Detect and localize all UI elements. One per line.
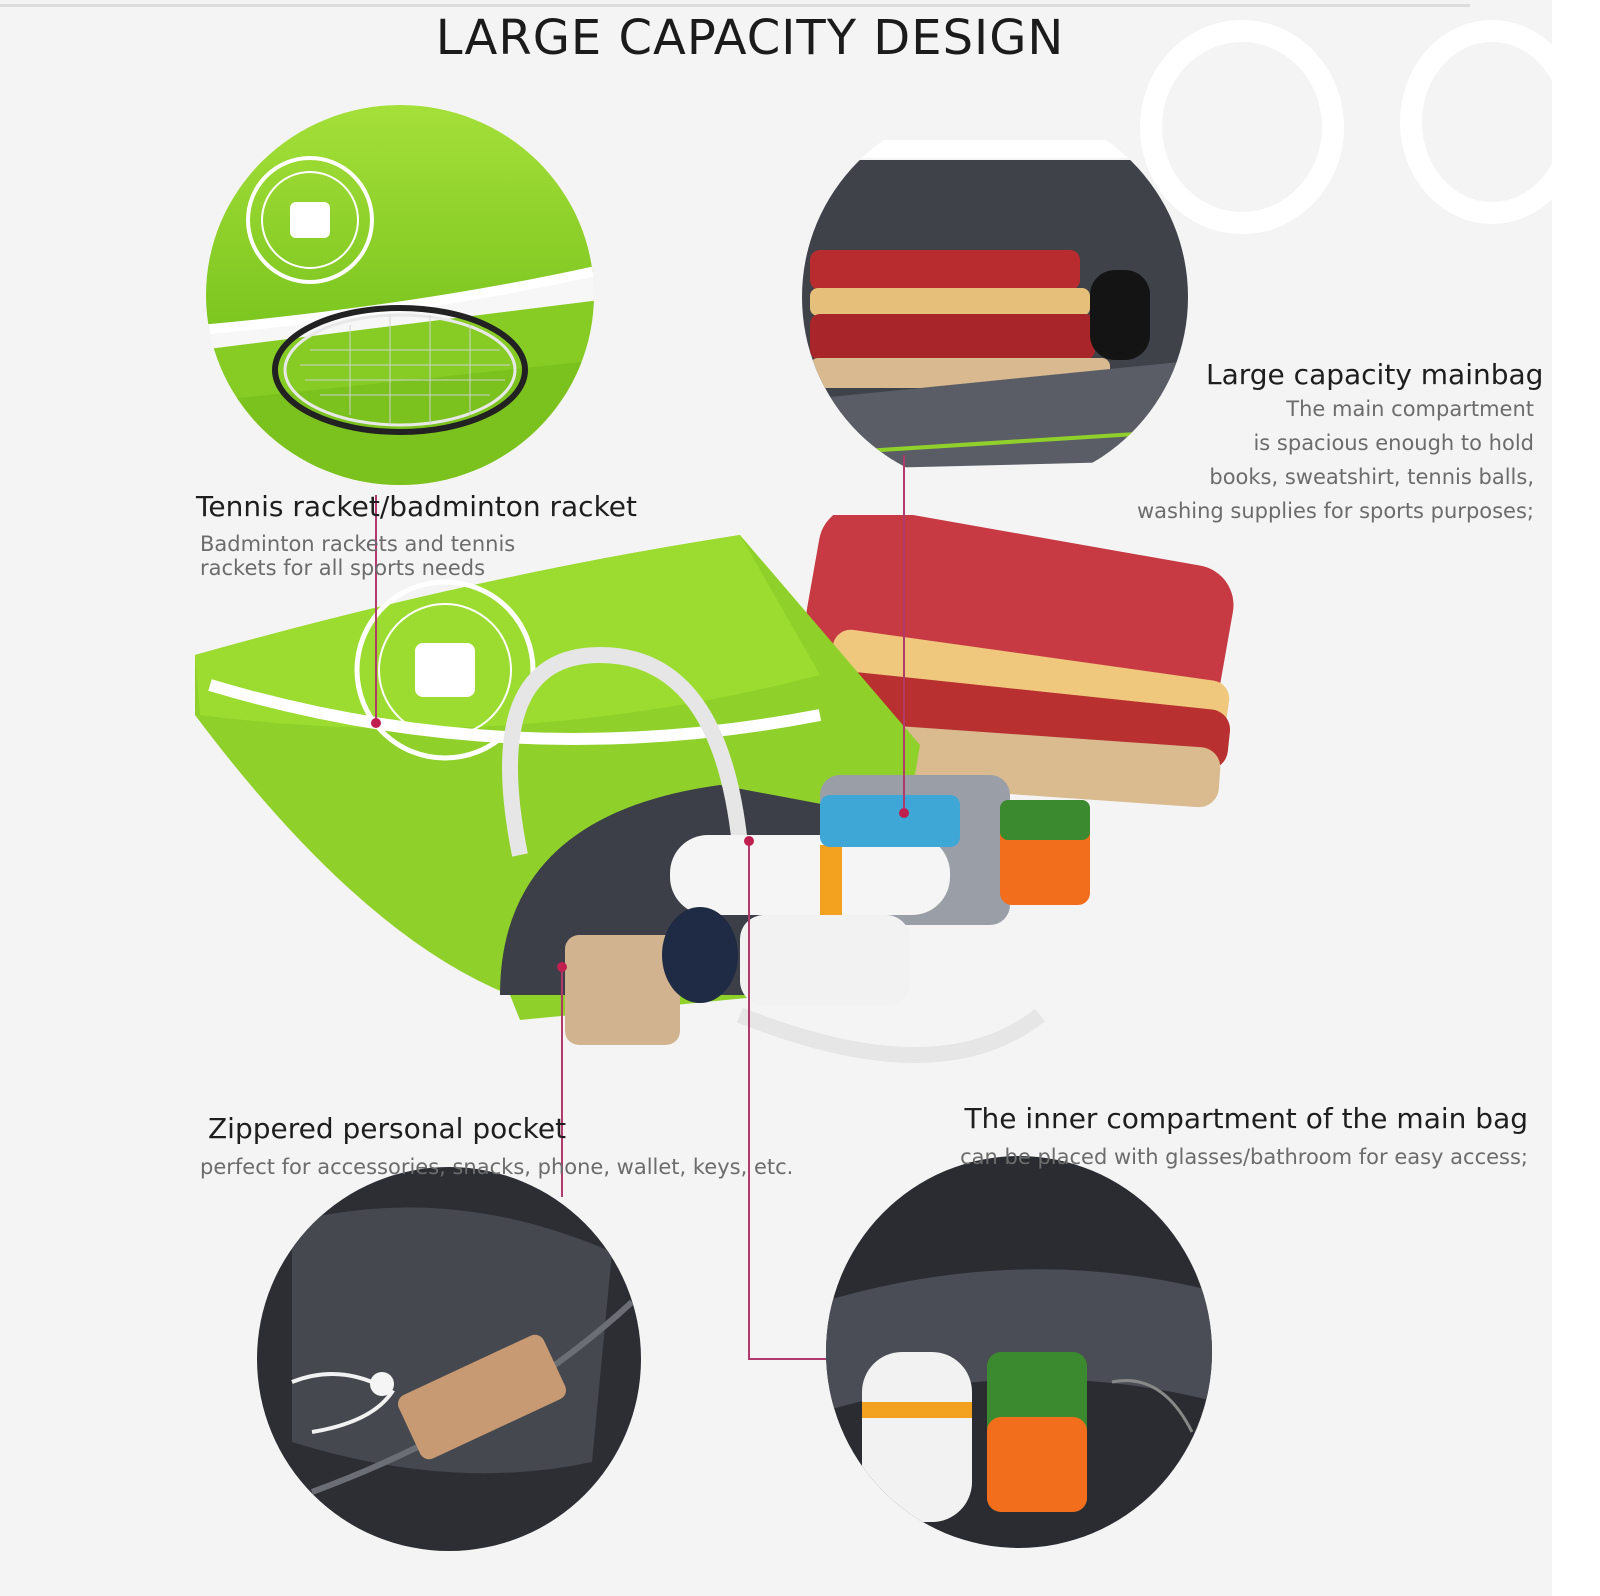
feature-mainbag-line-4: washing supplies for sports purposes; [1136,499,1534,523]
callout-line-mainbag [903,455,905,813]
watermark-ring-left [1140,20,1344,234]
callout-line-pocket [561,965,563,1197]
feature-mainbag-description: The main compartment is spacious enough … [1137,392,1534,528]
feature-pocket-heading: Zippered personal pocket [208,1112,567,1145]
feature-racket-description: Badminton rackets and tennis rackets for… [200,532,515,580]
main-bag-detail-photo [802,105,1188,489]
right-margin [1552,0,1600,1596]
zippered-pocket-detail-photo [257,1167,641,1551]
callout-line-inner-vertical [748,840,750,1360]
callout-line-inner-horizontal [748,1358,826,1360]
feature-pocket-line-1: perfect for accessories, snacks, phone, … [200,1155,794,1179]
page-title: LARGE CAPACITY DESIGN [435,10,1065,66]
feature-racket-line-2: rackets for all sports needs [200,556,486,580]
callout-line-racket [375,495,377,723]
feature-mainbag-line-2: is spacious enough to hold [1253,431,1534,455]
feature-inner-heading: The inner compartment of the main bag [964,1102,1528,1135]
callout-dot-racket [371,718,381,728]
inner-compartment-detail-photo [826,1156,1212,1548]
top-divider [0,4,1470,7]
feature-mainbag-line-1: The main compartment [1286,397,1534,421]
feature-inner-line-1: can be placed with glasses/bathroom for … [960,1145,1528,1169]
callout-dot-mainbag [899,808,909,818]
watermark-ring-right [1400,20,1584,224]
feature-mainbag-line-3: books, sweatshirt, tennis balls, [1209,465,1534,489]
callout-dot-inner [744,836,754,846]
feature-racket-line-1: Badminton rackets and tennis [200,532,516,556]
bag-contents-photo [195,515,1234,1063]
feature-pocket-description: perfect for accessories, snacks, phone, … [200,1150,793,1184]
feature-inner-description: can be placed with glasses/bathroom for … [960,1140,1528,1174]
callout-dot-pocket [557,962,567,972]
racket-pocket-detail-photo [206,105,594,485]
feature-racket-heading: Tennis racket/badminton racket [196,490,637,523]
feature-mainbag-heading: Large capacity mainbag [1206,358,1544,391]
